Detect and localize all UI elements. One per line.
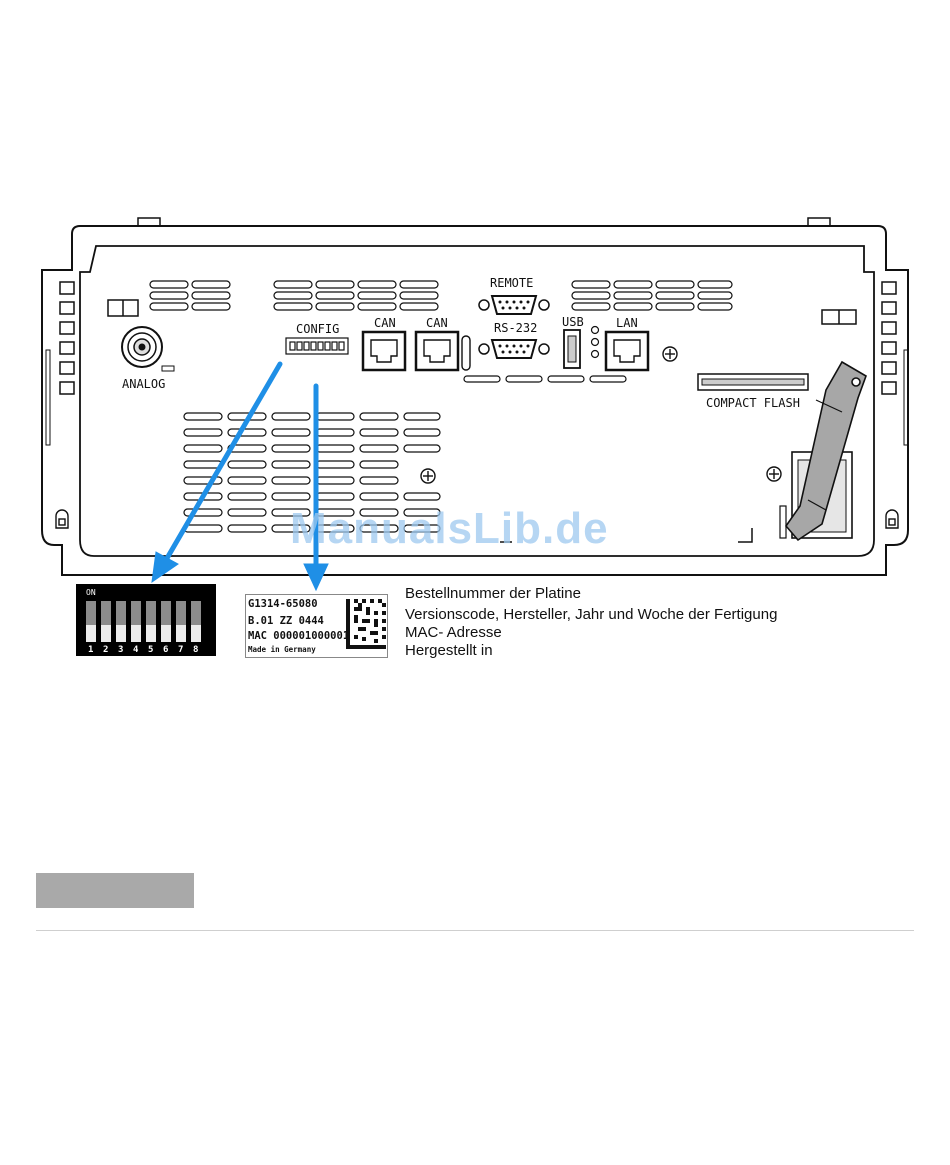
lan-label: LAN	[616, 316, 638, 330]
data-matrix-code	[346, 599, 386, 649]
dip-on-label: ON	[86, 588, 96, 597]
compact-flash-label: COMPACT FLASH	[706, 396, 800, 410]
can1-label: CAN	[374, 316, 396, 330]
dip-number-2: 2	[103, 645, 108, 655]
dip-number-6: 6	[163, 645, 168, 655]
dip-number-8: 8	[193, 645, 198, 655]
can2-label: CAN	[426, 316, 448, 330]
dip-number-5: 5	[148, 645, 153, 655]
analog-label: ANALOG	[122, 377, 165, 391]
dip-number-7: 7	[178, 645, 183, 655]
watermark: ManualsLib.de	[290, 504, 609, 554]
board-made-in: Made in Germany	[248, 645, 316, 654]
config-label: CONFIG	[296, 322, 339, 336]
description-made-in: Hergestellt in	[405, 642, 493, 659]
board-version-code: B.01 ZZ 0444	[248, 615, 324, 627]
description-part-number: Bestellnummer der Platine	[405, 585, 581, 602]
rs232-label: RS-232	[494, 321, 537, 335]
dip-number-1: 1	[88, 645, 93, 655]
dip-number-4: 4	[133, 645, 139, 655]
board-part-number: G1314-65080	[248, 598, 318, 610]
board-mac-address: MAC 000001000001	[248, 630, 349, 642]
dip-number-3: 3	[118, 645, 123, 655]
footer-gray-bar	[36, 873, 194, 908]
footer-divider	[36, 930, 914, 931]
board-label: G1314-65080 B.01 ZZ 0444 MAC 00000100000…	[245, 594, 388, 658]
description-version-code: Versionscode, Hersteller, Jahr und Woche…	[405, 606, 777, 623]
description-mac-address: MAC- Adresse	[405, 624, 502, 641]
remote-label: REMOTE	[490, 276, 533, 290]
usb-label: USB	[562, 315, 584, 329]
dip-switch-detail: ON 1 2 3 4 5 6 7 8	[76, 584, 216, 656]
